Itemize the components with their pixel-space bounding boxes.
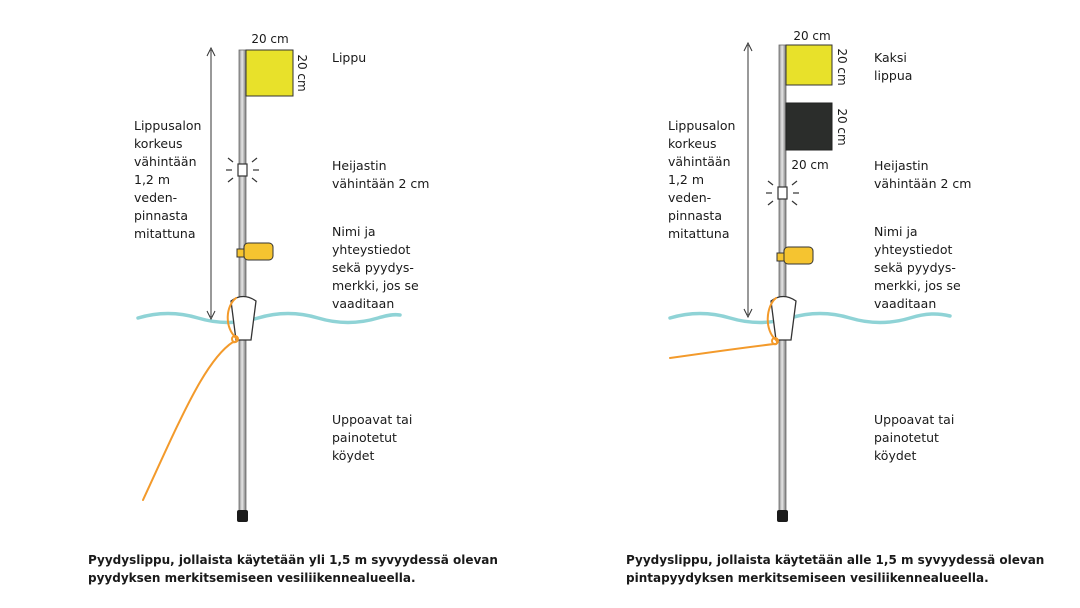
right-weight-icon <box>777 510 788 522</box>
left-reflector-label: Heijastin vähintään 2 cm <box>332 158 429 191</box>
right-caption-line: pintapyydyksen merkitsemiseen vesiliiken… <box>626 571 989 585</box>
left-rope <box>142 297 238 501</box>
left-flag-width-label: 20 cm <box>251 32 288 46</box>
right-height-arrow <box>743 41 753 319</box>
right-reflector-label: Heijastin vähintään 2 cm <box>874 158 971 191</box>
left-caption-line: Pyydyslippu, jollaista käytetään yli 1,5… <box>88 553 498 567</box>
left-flag <box>245 49 294 97</box>
left-caption: Pyydyslippu, jollaista käytetään yli 1,5… <box>88 551 548 587</box>
left-height-label: Lippusalon korkeus vähintään 1,2 m veden… <box>134 118 205 241</box>
left-tag <box>236 242 274 261</box>
right-rope-knot <box>771 337 779 345</box>
left-flag-height-label: 20 cm <box>295 54 309 91</box>
left-rope-label: Uppoavat tai painotetut köydet <box>332 412 416 463</box>
right-flag-top-width-label: 20 cm <box>793 29 830 43</box>
right-water-line <box>668 311 952 325</box>
right-flag-label: Kaksi lippua <box>874 50 912 83</box>
left-reflector-icon <box>226 157 259 183</box>
right-figure: 20 cm 20 cm 20 cm 20 cm Kaksi lippua Lip… <box>668 29 971 522</box>
left-figure: 20 cm 20 cm Lippu Lippusalon korkeus väh… <box>134 32 429 522</box>
right-caption: Pyydyslippu, jollaista käytetään alle 1,… <box>626 551 1080 587</box>
left-rope-knot <box>231 335 239 343</box>
right-float-icon <box>770 295 797 341</box>
left-pole <box>238 49 247 513</box>
right-caption-line: Pyydyslippu, jollaista käytetään alle 1,… <box>626 553 1045 567</box>
right-flag-bottom <box>785 102 833 151</box>
left-height-arrow <box>206 46 216 321</box>
left-float-icon <box>230 295 257 341</box>
left-tag-label: Nimi ja yhteystiedot sekä pyydys- merkki… <box>332 224 423 311</box>
right-tag <box>776 246 814 265</box>
right-rope-label: Uppoavat tai painotetut köydet <box>874 412 958 463</box>
right-flag-top-height-label: 20 cm <box>835 48 849 85</box>
right-flag-bottom-height-label: 20 cm <box>835 108 849 145</box>
right-tag-label: Nimi ja yhteystiedot sekä pyydys- merkki… <box>874 224 965 311</box>
left-water-line <box>136 311 402 325</box>
right-height-label: Lippusalon korkeus vähintään 1,2 m veden… <box>668 118 739 241</box>
right-flag-top <box>785 44 833 86</box>
left-flag-label: Lippu <box>332 50 366 65</box>
right-pole <box>778 44 787 513</box>
left-weight-icon <box>237 510 248 522</box>
right-rope <box>669 297 779 359</box>
right-flag-bottom-width-label: 20 cm <box>791 158 828 172</box>
right-reflector-icon <box>766 180 799 206</box>
left-caption-line: pyydyksen merkitsemiseen vesiliikennealu… <box>88 571 416 585</box>
